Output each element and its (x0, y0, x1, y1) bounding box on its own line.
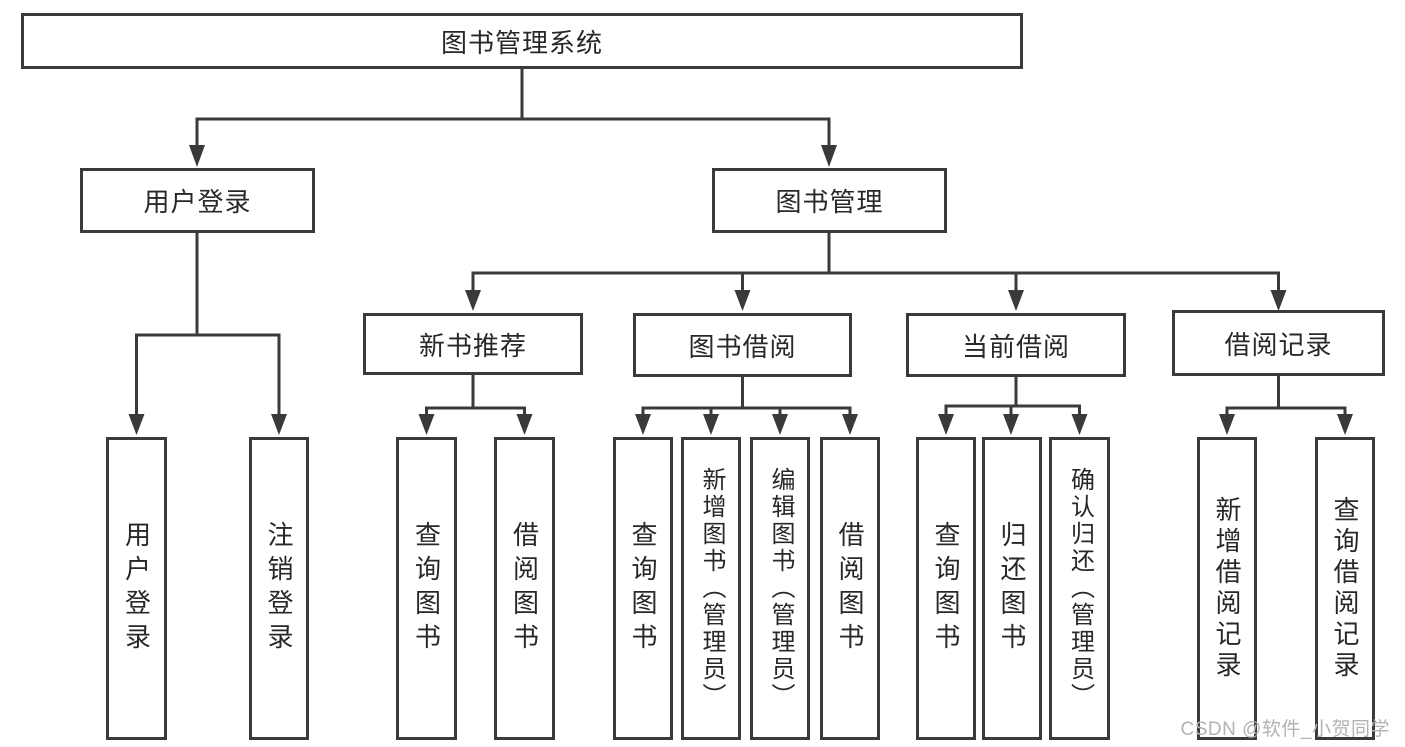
arrow-down-icon (703, 414, 719, 435)
leaf-add-book-admin-label: 新增图书（管理员） (698, 467, 725, 710)
leaf-add-borrow-record: 新增借阅记录 (1197, 437, 1257, 740)
leaf-edit-book-admin: 编辑图书（管理员） (750, 437, 810, 740)
node-root: 图书管理系统 (21, 13, 1023, 69)
arrow-down-icon (821, 145, 837, 167)
arrow-down-icon (1003, 414, 1019, 435)
arrow-down-icon (1071, 414, 1088, 435)
node-current-borrowing-label: 当前借阅 (961, 331, 1070, 362)
leaf-add-book-admin: 新增图书（管理员） (681, 437, 741, 740)
arrow-down-icon (1337, 414, 1353, 435)
arrow-down-icon (772, 414, 788, 435)
leaf-logout-label: 注销登录 (264, 520, 294, 657)
leaf-logout: 注销登录 (249, 437, 309, 740)
leaf-query-books-borrow: 查询图书 (613, 437, 673, 740)
node-book-borrowing: 图书借阅 (633, 313, 852, 377)
leaf-query-books-current: 查询图书 (916, 437, 976, 740)
leaf-query-books-recommend-label: 查询图书 (411, 520, 442, 657)
leaf-query-books-borrow-label: 查询图书 (628, 520, 658, 657)
watermark: CSDN @软件_小贺同学 (1180, 719, 1390, 740)
connector-book-borrow-to-leaves (641, 375, 852, 416)
connector-root-to-level2 (195, 67, 831, 147)
arrow-down-icon (418, 414, 435, 435)
node-new-book-recommendation: 新书推荐 (363, 313, 583, 375)
leaf-borrow-books-borrow: 借阅图书 (820, 437, 880, 740)
leaf-borrow-books-recommend: 借阅图书 (494, 437, 555, 740)
node-current-borrowing: 当前借阅 (906, 313, 1126, 377)
node-book-management-label: 图书管理 (775, 187, 884, 217)
connector-book-management-to-level3 (471, 231, 1280, 292)
leaf-user-login: 用户登录 (106, 437, 167, 740)
connector-new-book-to-leaves (425, 373, 526, 416)
leaf-borrow-books-borrow-label: 借阅图书 (835, 520, 865, 657)
leaf-edit-book-admin-label: 编辑图书（管理员） (767, 467, 794, 710)
arrow-down-icon (938, 414, 954, 435)
leaf-query-books-current-label: 查询图书 (931, 520, 961, 657)
arrow-down-icon (1008, 290, 1024, 311)
node-user-login: 用户登录 (80, 168, 315, 233)
leaf-user-login-label: 用户登录 (121, 520, 152, 657)
node-new-book-recommendation-label: 新书推荐 (418, 330, 527, 361)
node-borrowing-records-label: 借阅记录 (1224, 329, 1333, 360)
arrow-down-icon (271, 414, 287, 435)
arrow-down-icon (1219, 414, 1235, 435)
leaf-query-books-recommend: 查询图书 (396, 437, 457, 740)
arrow-down-icon (465, 290, 481, 311)
arrow-down-icon (635, 414, 651, 435)
leaf-return-books: 归还图书 (982, 437, 1042, 740)
leaf-borrow-books-recommend-label: 借阅图书 (509, 520, 540, 657)
node-root-label: 图书管理系统 (440, 27, 603, 58)
connector-current-borrow-to-leaves (944, 375, 1081, 416)
leaf-confirm-return-admin: 确认归还（管理员） (1049, 437, 1110, 740)
arrow-down-icon (734, 290, 751, 311)
leaf-return-books-label: 归还图书 (997, 520, 1027, 657)
arrow-down-icon (128, 414, 145, 435)
connector-user-login-to-leaves (135, 231, 281, 416)
leaf-query-borrow-record-label: 查询借阅记录 (1330, 495, 1360, 682)
leaf-add-borrow-record-label: 新增借阅记录 (1212, 495, 1242, 682)
arrow-down-icon (1270, 290, 1287, 311)
node-user-login-label: 用户登录 (143, 187, 252, 217)
leaf-confirm-return-admin-label: 确认归还（管理员） (1066, 467, 1094, 710)
leaf-query-borrow-record: 查询借阅记录 (1315, 437, 1375, 740)
arrow-down-icon (189, 145, 205, 167)
connector-records-to-leaves (1225, 374, 1347, 416)
node-borrowing-records: 借阅记录 (1172, 310, 1385, 376)
node-book-management: 图书管理 (712, 168, 947, 233)
node-book-borrowing-label: 图书借阅 (688, 331, 797, 362)
arrow-down-icon (516, 414, 533, 435)
arrow-down-icon (842, 414, 858, 435)
